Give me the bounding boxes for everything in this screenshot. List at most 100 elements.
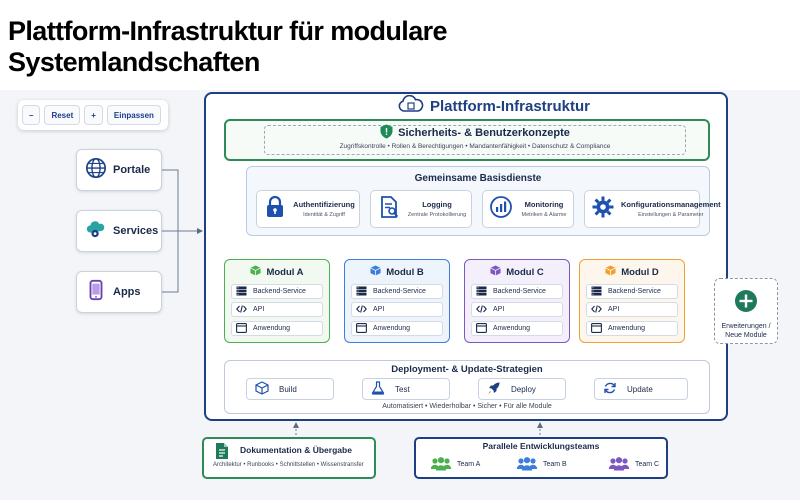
cube-icon	[250, 265, 262, 279]
step-build[interactable]: Build	[246, 378, 334, 400]
zoom-in-button[interactable]: +	[84, 105, 103, 125]
service-name: Monitoring	[524, 200, 564, 209]
gear-icon	[591, 195, 615, 224]
server-icon	[476, 286, 487, 298]
flask-icon	[371, 381, 385, 397]
server-icon	[591, 286, 602, 298]
step-test[interactable]: Test	[362, 378, 450, 400]
anwendung-row[interactable]: Anwendung	[351, 321, 443, 336]
api-row[interactable]: API	[586, 302, 678, 317]
anwendung-row[interactable]: Anwendung	[231, 321, 323, 336]
module-name: Modul B	[386, 266, 424, 278]
api-row[interactable]: API	[351, 302, 443, 317]
platform-title-text: Plattform-Infrastruktur	[430, 97, 591, 115]
team-a[interactable]: Team A	[430, 456, 480, 473]
step-label: Build	[279, 384, 297, 394]
documentation-subtitle: Architektur • Runbooks • Schnittstellen …	[213, 462, 364, 468]
people-icon	[516, 456, 538, 473]
module-row-label: Backend-Service	[493, 288, 546, 295]
module-row-label: Backend-Service	[373, 288, 426, 295]
documentation-title: Dokumentation & Übergabe	[240, 445, 352, 455]
channel-label: Apps	[113, 286, 141, 298]
service-monitoring[interactable]: Monitoring Metriken & Alarme	[482, 190, 574, 228]
deployment-title: Deployment- & Update-Strategien	[391, 364, 543, 375]
security-inner-frame	[264, 125, 686, 155]
channel-label: Portale	[113, 164, 151, 176]
zoom-out-button[interactable]: –	[22, 105, 41, 125]
teams-box	[414, 437, 668, 479]
service-konfigurationsmanagement[interactable]: Konfigurationsmanagement Einstellungen &…	[584, 190, 721, 228]
module-row-label: Backend-Service	[608, 288, 661, 295]
security-title: Sicherheits- & Benutzerkonzepte	[264, 124, 686, 142]
extensions-label-line1: Erweiterungen /	[721, 323, 771, 330]
service-name: Konfigurationsmanagement	[621, 200, 721, 209]
shield-icon	[380, 124, 393, 142]
deployment-subtitle: Automatisiert • Wiederholbar • Sicher • …	[382, 403, 552, 410]
cloud-gear-icon	[85, 218, 107, 245]
security-subtitle: Zugriffskontrolle • Rollen & Berechtigun…	[339, 143, 611, 150]
api-row[interactable]: API	[231, 302, 323, 317]
security-title-text: Sicherheits- & Benutzerkonzepte	[398, 127, 570, 139]
module-name: Modul C	[506, 266, 544, 278]
step-deploy[interactable]: Deploy	[478, 378, 566, 400]
server-icon	[356, 286, 367, 298]
shared-services-title: Gemeinsame Basisdienste	[414, 173, 542, 184]
service-authentifizierung[interactable]: Authentifizierung Identität & Zugriff	[256, 190, 360, 228]
module-title: Modul B	[345, 265, 449, 279]
module-title: Modul D	[580, 265, 684, 279]
step-label: Test	[395, 384, 410, 394]
anwendung-row[interactable]: Anwendung	[471, 321, 563, 336]
step-update[interactable]: Update	[594, 378, 688, 400]
module-name: Modul A	[266, 266, 304, 278]
extensions-label: Erweiterungen / Neue Module	[721, 322, 770, 340]
channel-label: Services	[113, 225, 159, 237]
channel-apps[interactable]: Apps	[76, 271, 162, 313]
documentation-box[interactable]	[202, 437, 376, 479]
module-row-label: API	[493, 306, 505, 313]
server-icon	[236, 286, 247, 298]
module-row-label: Anwendung	[373, 325, 410, 332]
platform-title: Plattform-Infrastruktur	[398, 94, 591, 117]
code-icon	[236, 304, 247, 316]
team-label: Team B	[543, 461, 567, 468]
refresh-icon	[603, 381, 617, 397]
backend-service-row[interactable]: Backend-Service	[586, 284, 678, 299]
module-title: Modul A	[225, 265, 329, 279]
anwendung-row[interactable]: Anwendung	[586, 321, 678, 336]
service-description: Metriken & Alarme	[521, 212, 567, 218]
team-b[interactable]: Team B	[516, 456, 567, 473]
api-row[interactable]: API	[471, 302, 563, 317]
extensions-box[interactable]: Erweiterungen / Neue Module	[714, 278, 778, 344]
service-description: Identität & Zugriff	[303, 212, 345, 218]
window-icon	[236, 322, 247, 335]
module-title: Modul C	[465, 265, 569, 279]
channel-services[interactable]: Services	[76, 210, 162, 252]
code-icon	[591, 304, 602, 316]
module-row-label: Anwendung	[493, 325, 530, 332]
code-icon	[476, 304, 487, 316]
channel-portale[interactable]: Portale	[76, 149, 162, 191]
backend-service-row[interactable]: Backend-Service	[231, 284, 323, 299]
fit-to-screen-button[interactable]: Einpassen	[106, 105, 161, 125]
team-c[interactable]: Team C	[608, 456, 659, 473]
reset-zoom-button[interactable]: Reset	[44, 105, 81, 125]
module-row-label: Anwendung	[608, 325, 645, 332]
backend-service-row[interactable]: Backend-Service	[351, 284, 443, 299]
module-row-label: Backend-Service	[253, 288, 306, 295]
cloud-icon	[398, 94, 424, 117]
zoom-toolbar: – Reset + Einpassen	[18, 100, 168, 130]
cube-icon	[255, 381, 269, 397]
module-row-label: API	[373, 306, 385, 313]
service-logging[interactable]: Logging Zentrale Protokollierung	[370, 190, 472, 228]
module-row-label: API	[608, 306, 620, 313]
step-label: Deploy	[511, 384, 536, 394]
team-label: Team A	[457, 461, 481, 468]
extensions-label-line2: Neue Module	[725, 332, 767, 339]
backend-service-row[interactable]: Backend-Service	[471, 284, 563, 299]
cube-icon	[605, 265, 616, 279]
window-icon	[356, 322, 367, 335]
